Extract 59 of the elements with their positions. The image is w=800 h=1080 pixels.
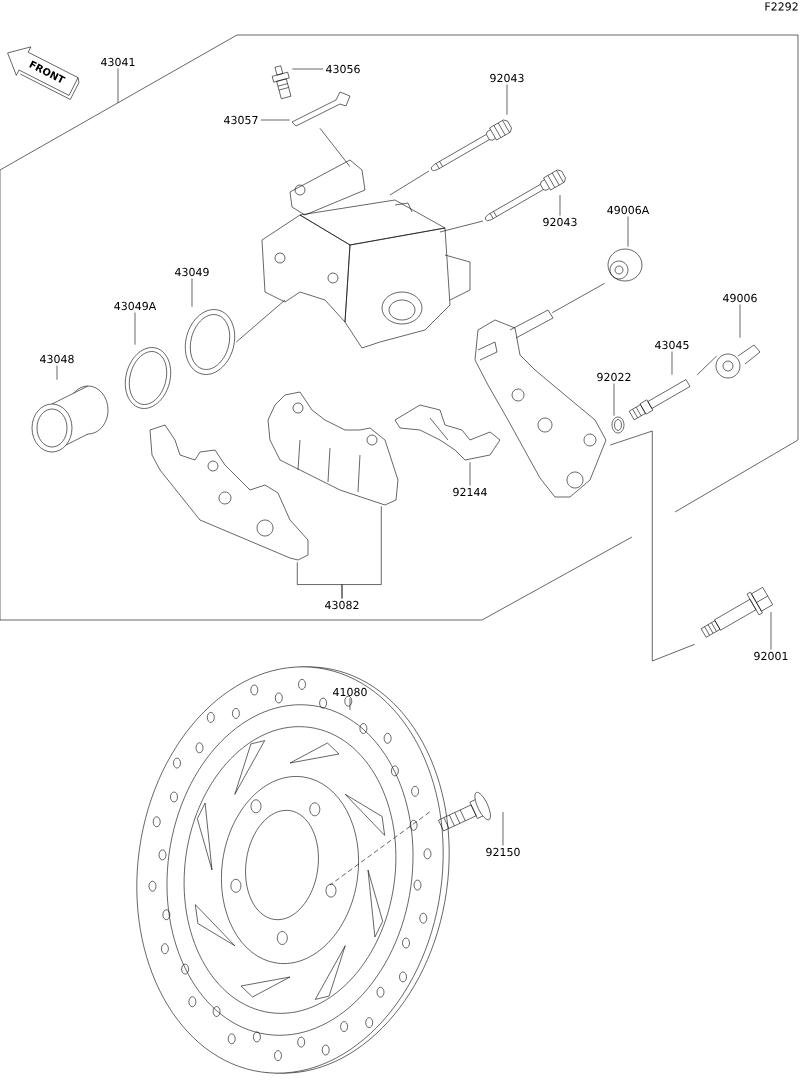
assembly-line [439, 220, 484, 233]
part-number: 49006A [607, 205, 650, 215]
part-number: 43056 [326, 64, 360, 74]
assembly-line [329, 811, 430, 886]
part-number: 92001 [754, 651, 788, 661]
part-number: 43045 [655, 340, 689, 350]
leader-line [671, 351, 673, 375]
seal-drawing [125, 347, 171, 409]
bleeder-valve-drawing [271, 65, 292, 100]
leader-line [613, 383, 615, 416]
part-number: 49006 [723, 293, 757, 303]
seal-drawing [185, 309, 235, 375]
leader-line [191, 278, 193, 307]
leader-line [349, 698, 351, 711]
brake-disc-drawing [136, 666, 450, 1074]
assembly-frame [0, 34, 799, 621]
cap-drawing [291, 91, 351, 127]
boot-drawing [715, 344, 761, 379]
leader-line [56, 365, 58, 380]
assembly-line [697, 355, 717, 375]
boot-drawing [607, 248, 643, 282]
part-number: 92022 [597, 372, 631, 382]
leader-line [292, 68, 324, 70]
assembly-line [236, 299, 286, 343]
assembly-line [552, 283, 605, 313]
brake-pad-drawing [149, 424, 309, 561]
spring-drawing [394, 404, 501, 461]
part-number: 92043 [543, 217, 577, 227]
leader-line [341, 506, 382, 599]
piston-drawing [31, 385, 109, 453]
figure-code: F2292 [765, 2, 798, 11]
leader-line [260, 119, 290, 121]
leader-line [506, 84, 508, 115]
caliper-drawing [261, 159, 471, 349]
washer-drawing [611, 416, 625, 434]
assembly-line [319, 128, 351, 167]
leader-line [627, 216, 629, 247]
leader-line [134, 312, 136, 345]
brake-pad-drawing [267, 391, 399, 506]
part-number: 92043 [490, 73, 524, 83]
leader-line [770, 611, 772, 650]
part-number: 43049A [114, 301, 157, 311]
bolt-drawing [438, 792, 491, 832]
leader-line [469, 462, 471, 486]
pin-drawing [431, 119, 512, 172]
leader-line [502, 811, 504, 846]
leader-line [559, 194, 561, 216]
pin-drawing [628, 379, 691, 421]
part-number: 92144 [453, 487, 487, 497]
part-number: 43049 [175, 267, 209, 277]
leader-line [117, 68, 119, 104]
part-number: 43057 [224, 115, 258, 125]
part-number: 92150 [486, 847, 520, 857]
assembly-line [610, 430, 695, 662]
part-number: 43082 [325, 600, 359, 610]
assembly-line [389, 170, 430, 196]
bolt-drawing [700, 587, 773, 638]
part-number: 43048 [40, 354, 74, 364]
leader-line [739, 304, 741, 338]
